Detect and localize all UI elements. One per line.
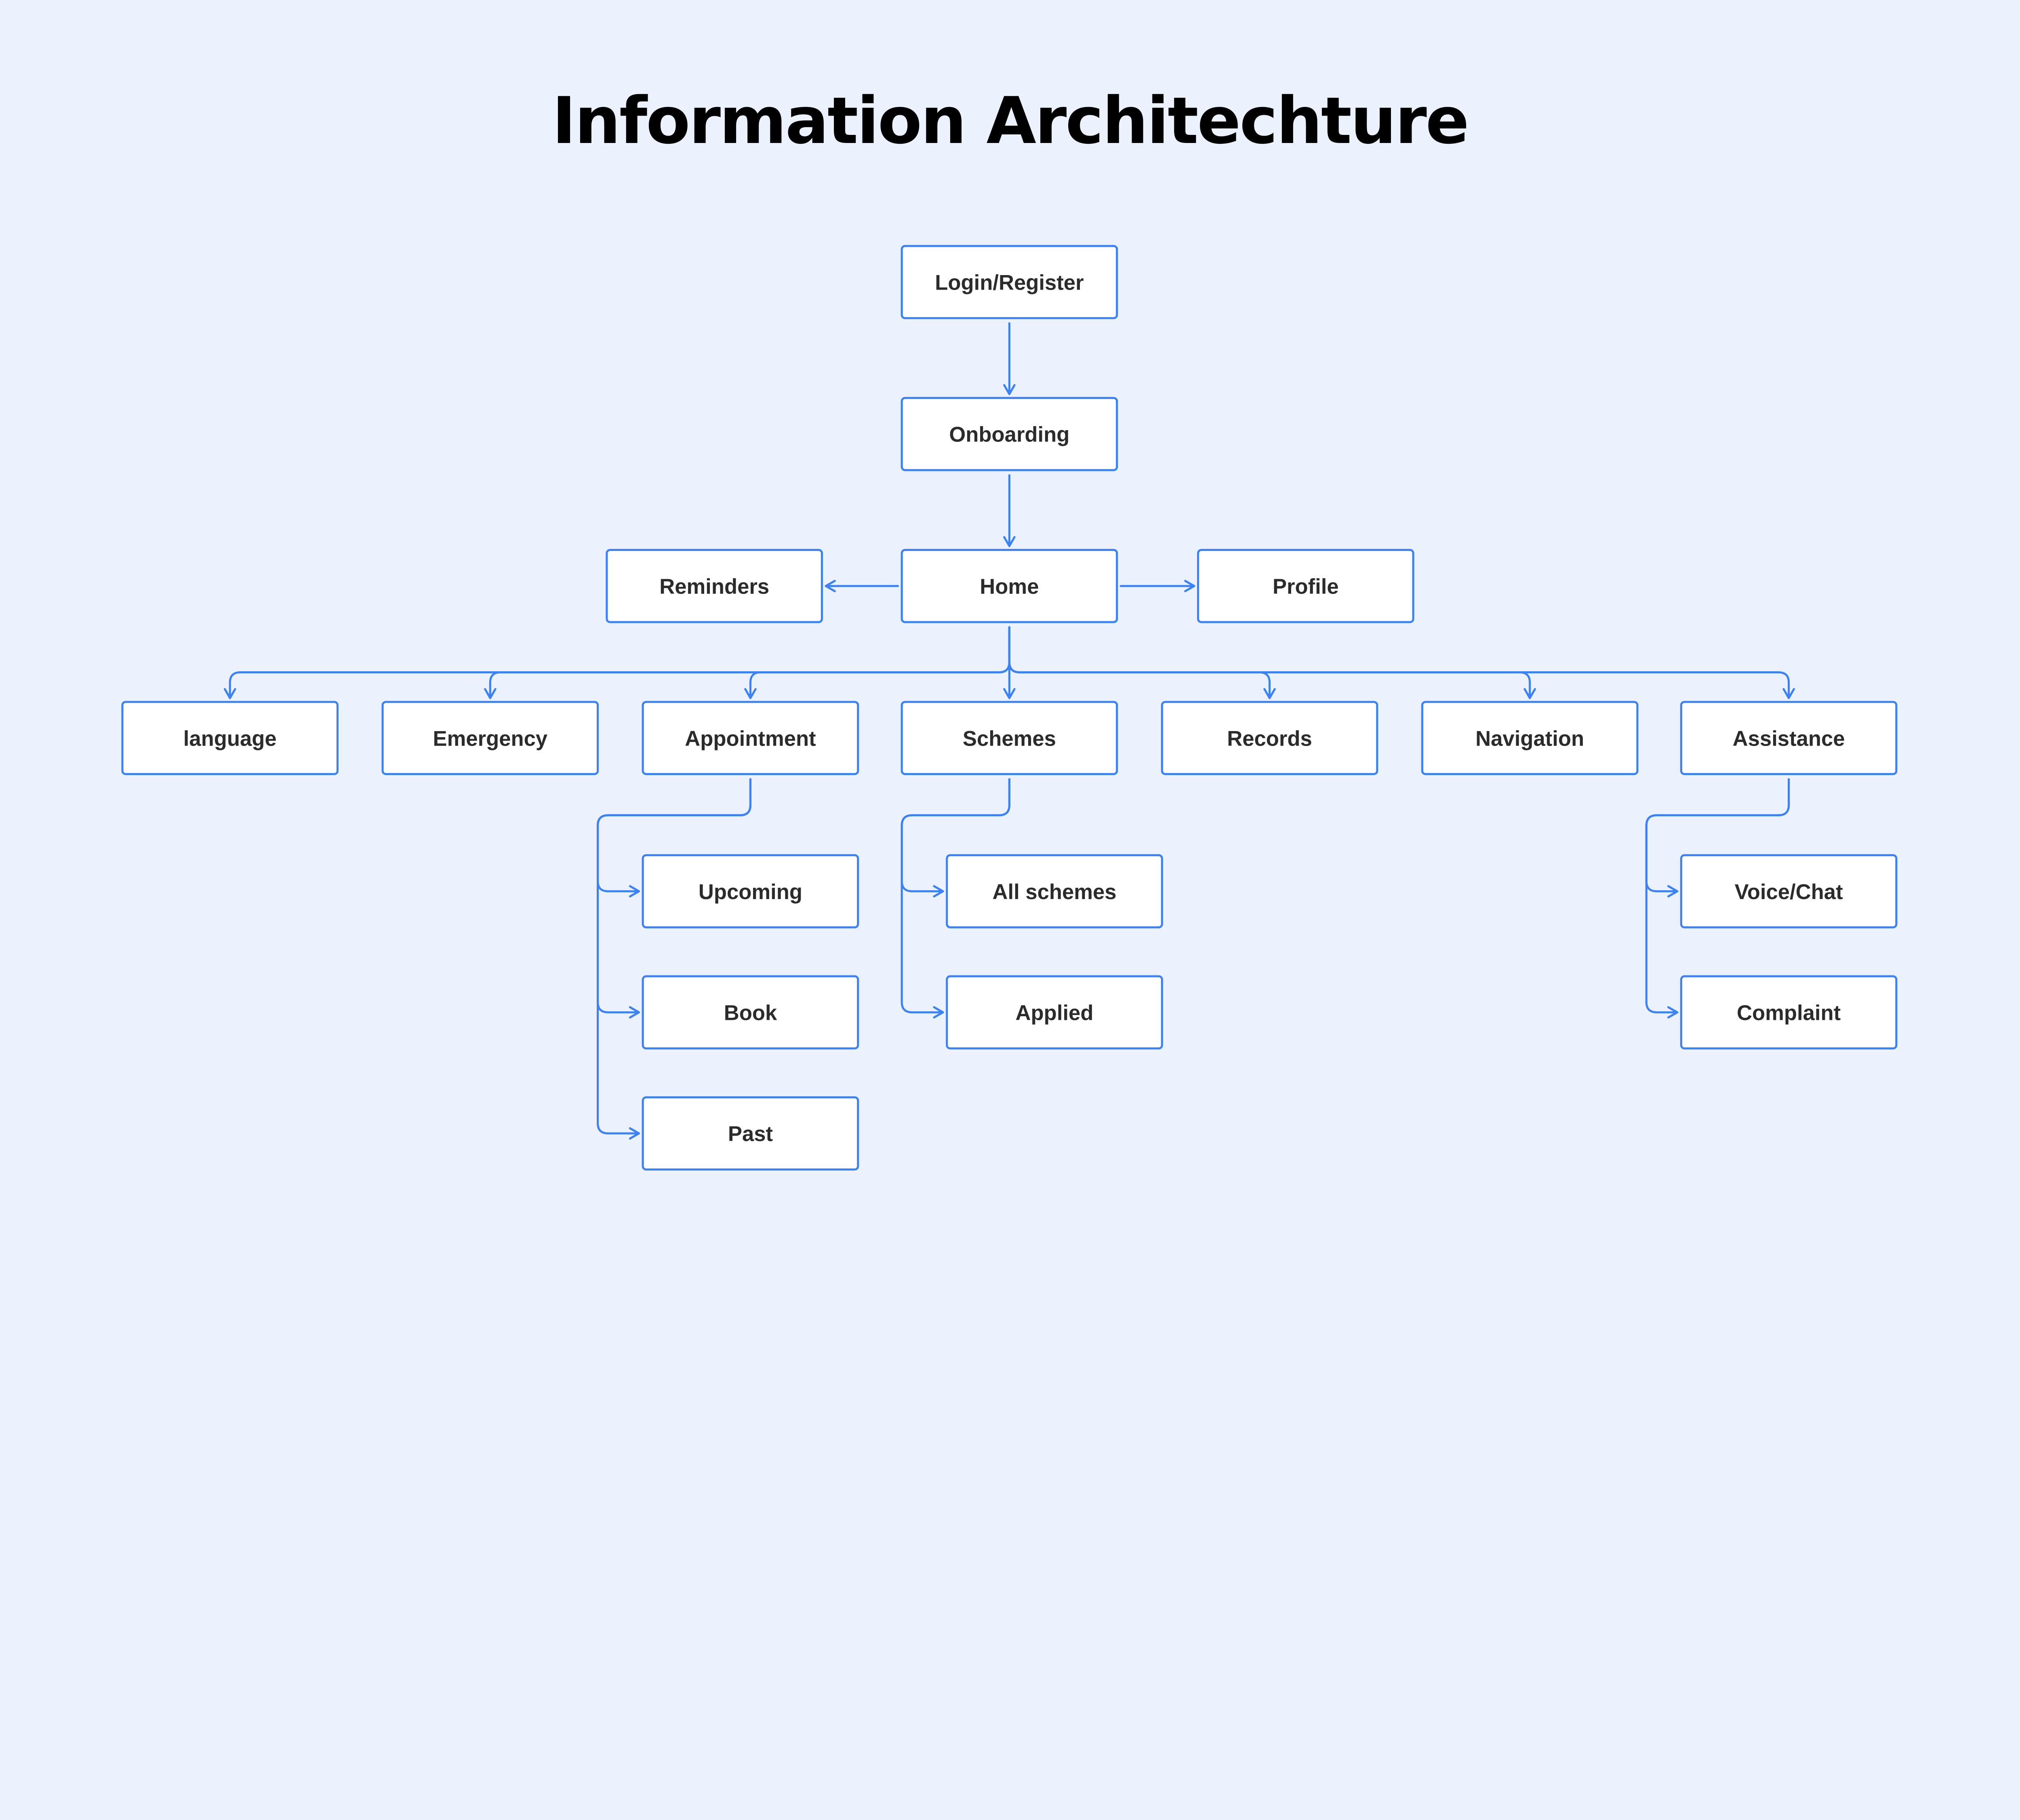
edge-home-emergency <box>484 626 1010 699</box>
edge-home-navigation <box>1008 626 1536 699</box>
node-label: Applied <box>1016 1001 1094 1025</box>
node-box <box>901 549 1118 623</box>
edge-home-assistance <box>1008 626 1795 699</box>
node-reminders: Reminders <box>606 549 823 623</box>
node-box <box>121 701 339 775</box>
node-label: Profile <box>1273 575 1339 599</box>
edge-home-records <box>1008 626 1276 699</box>
node-box <box>946 854 1163 929</box>
node-box <box>901 397 1118 471</box>
diagram-title: Information Architechture <box>552 83 1468 158</box>
node-label: Onboarding <box>949 423 1069 447</box>
node-label: Home <box>980 575 1039 599</box>
node-allschemes: All schemes <box>946 854 1163 929</box>
node-label: Records <box>1227 727 1312 750</box>
node-box <box>946 975 1163 1050</box>
edge-login-onboarding <box>1003 322 1016 395</box>
node-box <box>642 1096 859 1171</box>
node-schemes: Schemes <box>901 701 1118 775</box>
node-language: language <box>121 701 339 775</box>
node-box <box>1680 701 1898 775</box>
node-box <box>642 854 859 929</box>
node-label: Reminders <box>659 575 769 599</box>
node-label: Emergency <box>433 727 548 750</box>
node-navigation: Navigation <box>1421 701 1639 775</box>
edge-home-profile <box>1119 580 1195 593</box>
node-box <box>642 975 859 1050</box>
node-label: Book <box>724 1001 777 1025</box>
node-assistance: Assistance <box>1680 701 1898 775</box>
edge-assistance-complaint <box>1645 778 1790 1019</box>
node-appointment: Appointment <box>642 701 859 775</box>
edge-home-appointment <box>744 626 1010 699</box>
edge-home-language <box>223 626 1010 699</box>
node-box <box>901 245 1118 319</box>
edge-onboarding-home <box>1003 474 1016 547</box>
edges-group <box>223 322 1795 1140</box>
node-label: Schemes <box>963 727 1056 750</box>
node-onboarding: Onboarding <box>901 397 1118 471</box>
node-label: Complaint <box>1737 1001 1841 1025</box>
node-box <box>1161 701 1378 775</box>
node-box <box>642 701 859 775</box>
node-emergency: Emergency <box>381 701 599 775</box>
edge-appointment-past <box>597 778 752 1140</box>
edge-schemes-applied <box>901 778 1010 1019</box>
node-book: Book <box>642 975 859 1050</box>
node-label: language <box>183 727 277 750</box>
node-box <box>381 701 599 775</box>
node-label: Upcoming <box>699 880 802 904</box>
node-complaint: Complaint <box>1680 975 1898 1050</box>
node-box <box>901 701 1118 775</box>
node-voicechat: Voice/Chat <box>1680 854 1898 929</box>
node-label: Voice/Chat <box>1735 880 1843 904</box>
node-login: Login/Register <box>901 245 1118 319</box>
node-upcoming: Upcoming <box>642 854 859 929</box>
node-profile: Profile <box>1197 549 1414 623</box>
node-box <box>1680 854 1898 929</box>
ia-diagram: Information Architechture Login/Register… <box>121 83 1898 1171</box>
node-label: Past <box>728 1122 773 1146</box>
node-applied: Applied <box>946 975 1163 1050</box>
node-box <box>1197 549 1414 623</box>
node-records: Records <box>1161 701 1378 775</box>
node-label: Appointment <box>685 727 816 750</box>
node-box <box>1680 975 1898 1050</box>
node-label: Navigation <box>1475 727 1584 750</box>
node-label: Login/Register <box>935 271 1084 294</box>
node-past: Past <box>642 1096 859 1171</box>
node-home: Home <box>901 549 1118 623</box>
node-box <box>606 549 823 623</box>
edge-home-reminders <box>825 580 899 593</box>
node-label: Assistance <box>1733 727 1845 750</box>
node-box <box>1421 701 1639 775</box>
node-label: All schemes <box>992 880 1116 904</box>
